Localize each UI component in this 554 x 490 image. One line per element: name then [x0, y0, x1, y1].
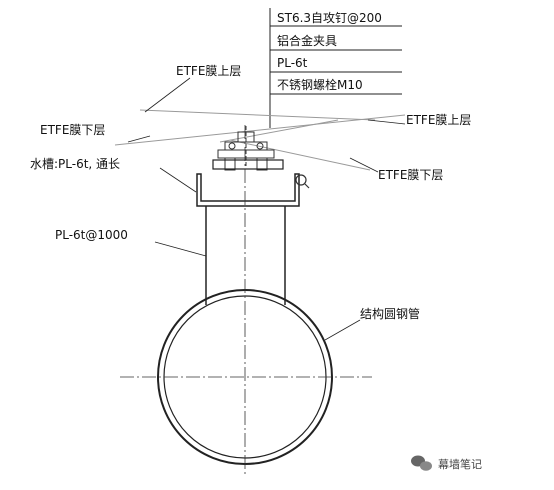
base-plate	[212, 159, 284, 170]
etfe-lower-left-line	[114, 114, 406, 146]
clamp-assembly	[217, 126, 275, 171]
label-etfe-upper-right: ETFE膜上层	[406, 113, 471, 127]
label-clamp: 铝合金夹具	[277, 33, 337, 48]
gutter-channel	[196, 173, 300, 207]
gutter-outline	[196, 173, 300, 207]
label-plate: PL-6t	[277, 56, 308, 70]
etfe-upper-right-line	[219, 119, 339, 143]
callout-stack	[269, 8, 402, 128]
label-etfe-lower-left: ETFE膜下层	[40, 123, 105, 137]
leader-etfe-lower-left	[127, 135, 151, 143]
leader-gutter	[159, 167, 197, 193]
label-pipe: 结构圆钢管	[360, 306, 420, 321]
membrane-leaders	[127, 77, 406, 173]
magnifier-icon	[295, 174, 310, 189]
etfe-lower-right-line	[229, 139, 371, 171]
etfe-upper-left-line	[139, 109, 376, 121]
watermark-text: 幕墙笔记	[438, 457, 482, 471]
clamp-bolt-left	[228, 142, 236, 150]
leader-etfe-upper-right	[367, 119, 406, 125]
stiffener-plate	[205, 206, 286, 305]
leader-pipe	[324, 319, 361, 341]
pipe-centerlines	[120, 125, 372, 475]
leader-etfe-upper-left	[144, 77, 191, 113]
clamp-leg-left	[224, 157, 236, 171]
leader-etfe-lower-right	[349, 157, 379, 173]
label-etfe-upper-left: ETFE膜上层	[176, 64, 241, 78]
label-etfe-lower-right: ETFE膜下层	[378, 168, 443, 182]
clamp-leg-right	[256, 157, 268, 171]
label-bolt: 不锈钢螺栓M10	[277, 77, 363, 92]
label-stiffener: PL-6t@1000	[55, 228, 128, 242]
leader-stiffener	[154, 241, 207, 257]
label-screw: ST6.3自攻钉@200	[277, 11, 382, 25]
label-gutter: 水槽:PL-6t, 通长	[30, 157, 120, 171]
clamp-bolt-right	[256, 142, 264, 150]
membrane-lines	[114, 109, 406, 171]
wechat-icon	[411, 455, 432, 471]
